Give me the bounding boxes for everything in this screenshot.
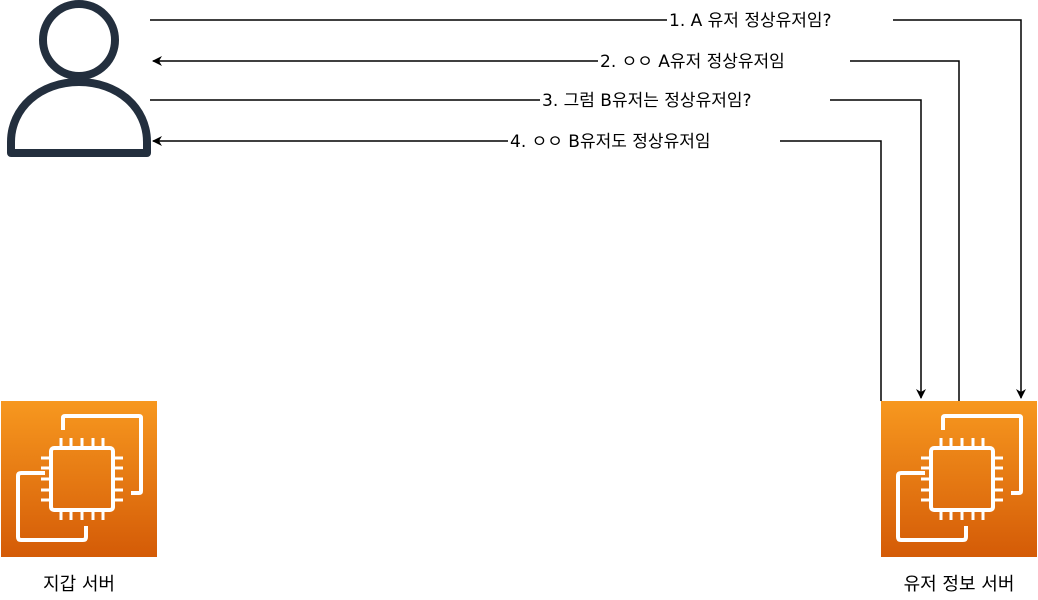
- user-info-server-caption: 유저 정보 서버: [904, 574, 1015, 595]
- user-icon: [7, 0, 151, 157]
- message-1-arrow: 1. A 유저 정상유저임?: [150, 9, 1026, 399]
- ec2-instance-icon: [1, 401, 157, 557]
- message-2-label: 2. ㅇㅇ A유저 정상유저임: [600, 52, 785, 72]
- wallet-server-node: [1, 401, 157, 557]
- message-1-label: 1. A 유저 정상유저임?: [669, 11, 832, 31]
- message-2-arrow: 2. ㅇㅇ A유저 정상유저임: [152, 50, 960, 401]
- message-4-arrow: 4. ㅇㅇ B유저도 정상유저임: [152, 130, 882, 401]
- message-3-label: 3. 그럼 B유저는 정상유저임?: [542, 91, 752, 111]
- message-3-arrow: 3. 그럼 B유저는 정상유저임?: [150, 89, 926, 399]
- ec2-instance-icon: [881, 401, 1037, 557]
- user-info-server-node: [881, 401, 1037, 557]
- message-4-label: 4. ㅇㅇ B유저도 정상유저임: [510, 132, 711, 152]
- wallet-server-caption: 지갑 서버: [43, 574, 115, 595]
